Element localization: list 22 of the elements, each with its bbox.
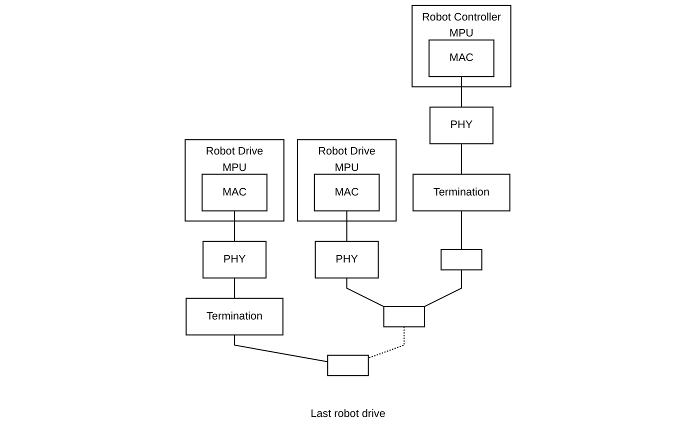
node-box: PHY [202, 240, 267, 278]
connector [460, 210, 462, 250]
connector [234, 334, 328, 362]
connector [234, 210, 236, 242]
node-box: MAC [428, 40, 494, 78]
connector [368, 326, 405, 359]
node-box: Termination [186, 298, 284, 336]
connector [234, 278, 236, 298]
node-box: MAC [314, 174, 380, 212]
connector [424, 270, 462, 307]
connector [460, 76, 462, 108]
connector [346, 278, 384, 307]
node-box [383, 306, 425, 328]
node-box: PHY [429, 106, 494, 144]
node-box: MAC [202, 174, 268, 212]
connector [346, 210, 348, 242]
node-box [440, 249, 482, 270]
node-box: Termination [412, 174, 510, 212]
node-box: PHY [314, 240, 379, 278]
node-box [327, 354, 369, 376]
connector [460, 144, 462, 174]
node-label: Last robot drive [310, 408, 386, 420]
